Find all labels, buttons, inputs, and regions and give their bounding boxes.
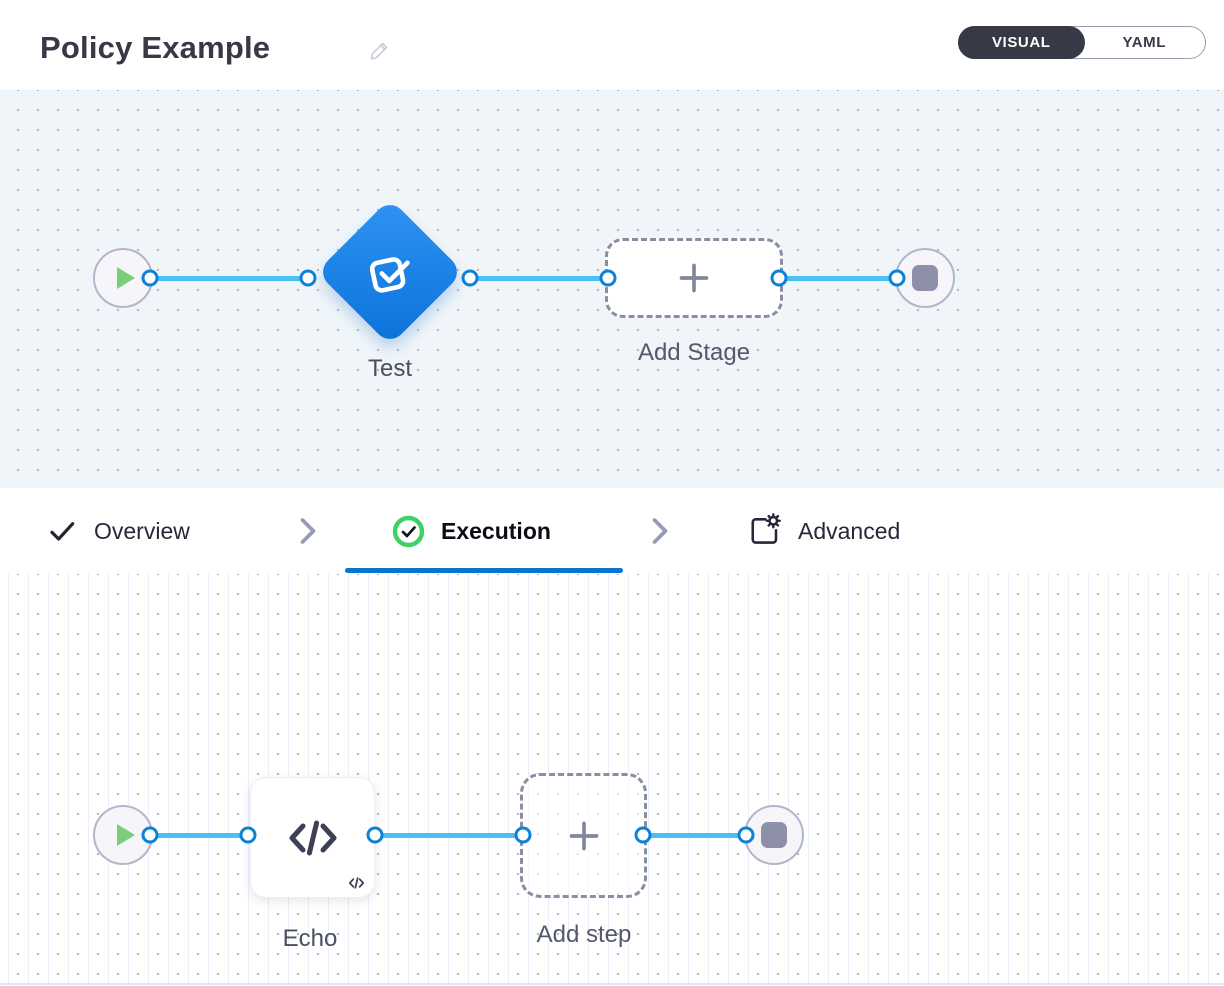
execution-canvas[interactable]: Echo Add step — [0, 574, 1224, 986]
stage-node-test[interactable] — [316, 198, 464, 346]
chevron-right-icon — [300, 518, 316, 544]
connector-port[interactable] — [737, 826, 755, 844]
connector-port[interactable] — [888, 269, 906, 287]
step-node-echo[interactable] — [250, 777, 375, 898]
play-icon — [116, 824, 135, 846]
connector-line — [150, 833, 248, 838]
tab-overview-label: Overview — [94, 517, 190, 544]
connector-line — [643, 833, 746, 838]
plus-icon — [679, 263, 709, 293]
connector-line — [779, 276, 897, 281]
connector-port[interactable] — [239, 826, 257, 844]
pencil-icon[interactable] — [368, 38, 392, 62]
stop-icon — [761, 822, 787, 848]
active-tab-underline — [345, 568, 623, 573]
connector-port[interactable] — [461, 269, 479, 287]
custom-stage-check-icon — [369, 257, 410, 293]
stop-icon — [912, 265, 938, 291]
chevron-right-icon — [652, 518, 668, 544]
toggle-visual-button[interactable]: VISUAL — [957, 26, 1086, 59]
connector-port[interactable] — [141, 269, 159, 287]
step-label: Echo — [282, 925, 338, 952]
code-icon — [289, 820, 336, 855]
tab-execution[interactable]: Execution — [392, 488, 551, 574]
tab-execution-label: Execution — [441, 517, 551, 544]
stage-config-tabs: Overview Execution — [0, 488, 1224, 574]
check-circle-icon — [392, 515, 425, 547]
tab-overview[interactable]: Overview — [46, 488, 190, 574]
grid-line — [0, 983, 1224, 985]
connector-port[interactable] — [514, 826, 532, 844]
plus-icon — [569, 821, 598, 850]
tab-advanced-label: Advanced — [798, 517, 901, 544]
toggle-yaml-button[interactable]: YAML — [1122, 34, 1167, 51]
add-step-label: Add step — [536, 921, 632, 948]
connector-port[interactable] — [299, 269, 317, 287]
play-icon — [116, 267, 135, 289]
stage-canvas[interactable]: Test Add Stage — [0, 90, 1224, 488]
connector-line — [470, 276, 608, 281]
advanced-settings-icon — [751, 513, 781, 544]
check-icon — [50, 522, 75, 541]
code-icon-small — [348, 877, 365, 889]
page-title: Policy Example — [40, 30, 271, 65]
connector-port[interactable] — [634, 826, 652, 844]
connector-line — [375, 833, 523, 838]
connector-line — [150, 276, 308, 281]
tab-advanced[interactable]: Advanced — [746, 488, 900, 574]
connector-port[interactable] — [599, 269, 617, 287]
header: Policy Example VISUAL YAML — [0, 0, 1224, 90]
visual-yaml-toggle: VISUAL YAML — [957, 26, 1206, 59]
connector-port[interactable] — [366, 826, 384, 844]
add-step-button[interactable] — [520, 773, 647, 898]
add-stage-label: Add Stage — [637, 339, 751, 366]
add-stage-button[interactable] — [605, 238, 783, 318]
connector-port[interactable] — [141, 826, 159, 844]
connector-port[interactable] — [770, 269, 788, 287]
stage-label: Test — [367, 355, 413, 382]
